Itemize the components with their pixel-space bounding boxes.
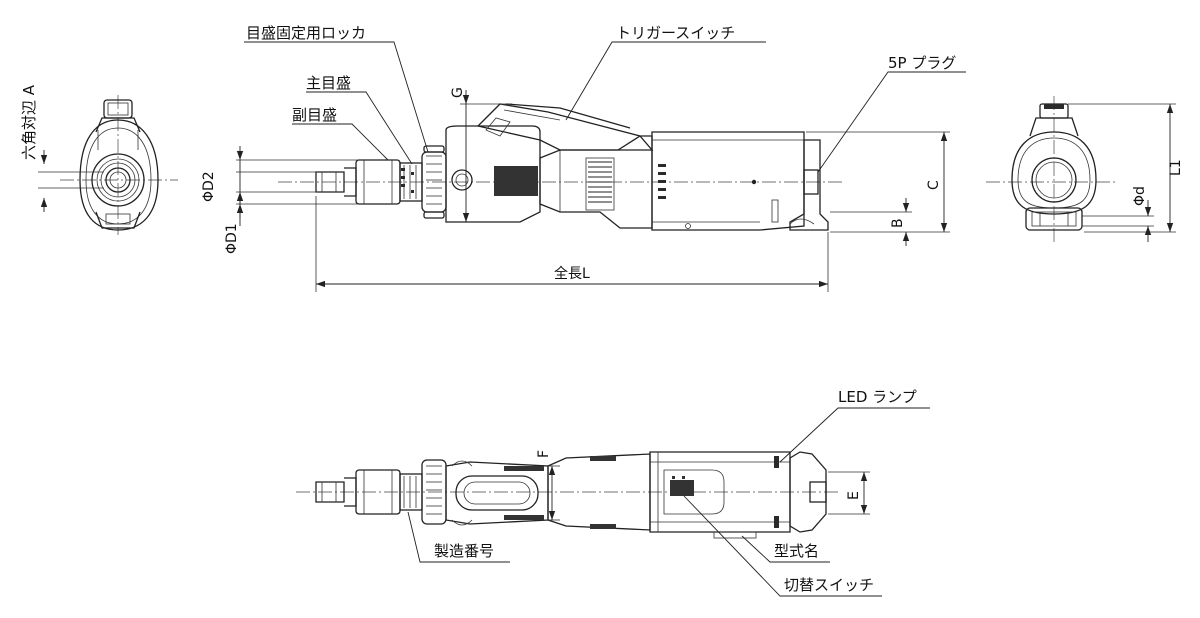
front-end-view: 六角対辺 A bbox=[20, 84, 178, 235]
led-lamp-label: LED ランプ bbox=[838, 388, 917, 406]
dim-l1-label: L1 bbox=[1168, 159, 1184, 176]
dim-d2-label: ΦD2 bbox=[201, 171, 217, 202]
dim-b-label: B bbox=[890, 218, 906, 228]
side-view: ΦD2 ΦD1 全長L G C B 目盛固定用ロッカ 主目盛 bbox=[201, 24, 966, 292]
trigger-ribs bbox=[585, 157, 615, 211]
hex-across-flats-label: 六角対辺 A bbox=[20, 84, 38, 160]
dim-d-label: Φd bbox=[1132, 186, 1148, 206]
changeover-switch-label: 切替スイッチ bbox=[784, 576, 874, 594]
scale-lock-label: 目盛固定用ロッカ bbox=[246, 24, 366, 42]
dim-d1-label: ΦD1 bbox=[224, 223, 240, 254]
main-scale-label: 主目盛 bbox=[306, 74, 351, 92]
plug-5p-label: 5P プラグ bbox=[888, 54, 956, 72]
trigger-switch-label: トリガースイッチ bbox=[616, 24, 735, 42]
dim-total-length-label: 全長L bbox=[554, 265, 590, 282]
sub-scale-label: 副目盛 bbox=[292, 106, 337, 124]
model-name-label: 型式名 bbox=[774, 542, 819, 560]
dim-f-label: F bbox=[536, 450, 552, 458]
dim-e-label: E bbox=[846, 491, 862, 500]
serial-number-label: 製造番号 bbox=[434, 542, 494, 560]
dim-g-label: G bbox=[450, 87, 466, 98]
dim-c-label: C bbox=[926, 180, 942, 190]
rear-end-view: L1 Φd bbox=[986, 96, 1184, 244]
top-view: F E LED ランプ 製造番号 型式名 切替スイッチ bbox=[296, 388, 930, 597]
